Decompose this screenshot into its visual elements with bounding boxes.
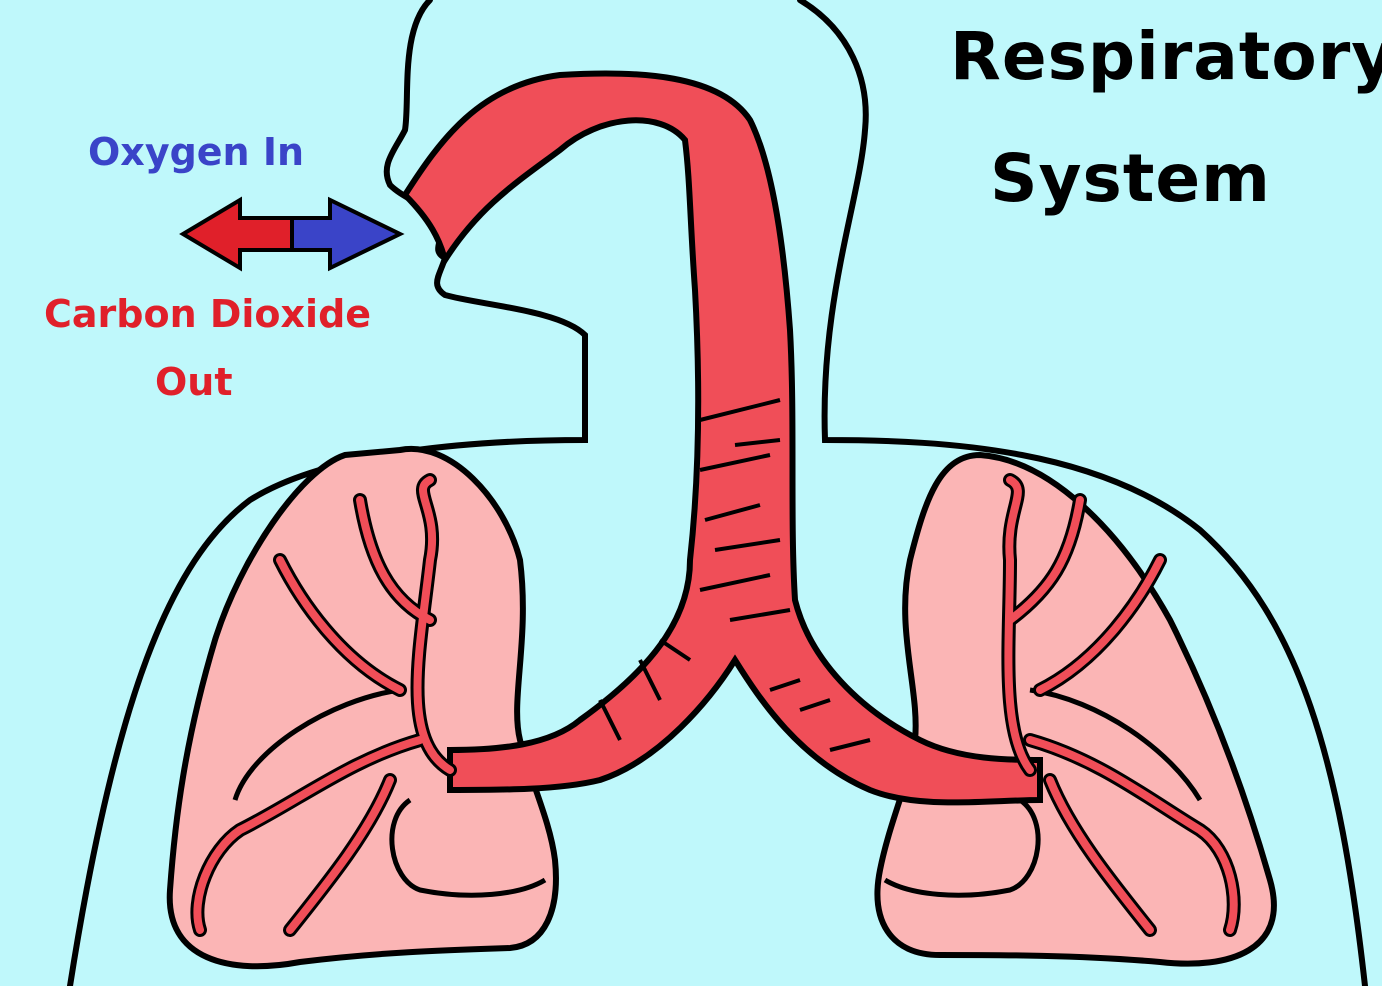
oxygen-in-label: Oxygen In xyxy=(88,130,305,174)
body-outline xyxy=(67,0,588,986)
gas-exchange-arrow xyxy=(179,196,405,272)
right-lung-lobe xyxy=(883,687,1203,898)
tracheal-rings xyxy=(598,398,871,752)
carbon-dioxide-out-label: Out xyxy=(155,360,233,404)
title-line-2: System xyxy=(990,140,1271,217)
carbon-dioxide-arrow-half xyxy=(179,196,294,272)
left-lung-lobe xyxy=(232,687,547,898)
right-lung xyxy=(874,451,1277,967)
right-bronchioles-fill xyxy=(1004,476,1238,934)
airway xyxy=(401,70,1043,806)
title-line-1: Respiratory xyxy=(950,18,1382,95)
oxygen-arrow-half xyxy=(290,196,405,272)
body-outline-right xyxy=(797,0,1368,986)
left-lung xyxy=(166,445,559,970)
left-bronchioles-fill xyxy=(193,476,454,934)
carbon-dioxide-label: Carbon Dioxide xyxy=(44,292,372,336)
